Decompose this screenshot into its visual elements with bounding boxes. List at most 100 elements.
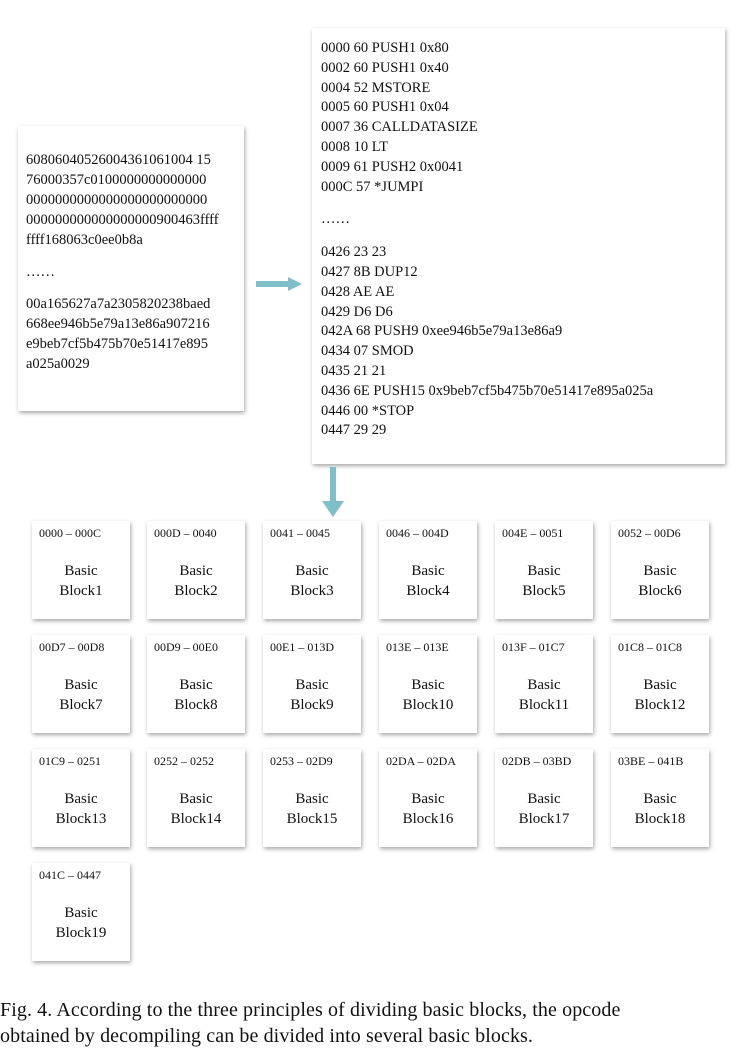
basic-block-range: 041C – 0447 (39, 868, 102, 882)
opcode-line: 0427 8B DUP12 (321, 263, 418, 280)
basic-block-label-line2: Block8 (174, 697, 218, 713)
opcode-line: 0446 00 *STOP (321, 402, 415, 419)
basic-block-label-line1: Basic (179, 563, 213, 579)
basic-block-label-line1: Basic (64, 791, 98, 807)
bytecode-line: ffff168063c0ee0b8a (26, 232, 143, 248)
bytecode-top-lines: 60806040526004361061004 15 76000357c0100… (26, 150, 236, 250)
basic-block-label-line2: Block13 (55, 811, 107, 827)
bytecode-line: a025a0029 (26, 356, 90, 372)
basic-block-range: 02DA – 02DA (386, 754, 457, 768)
basic-block-range: 0252 – 0252 (154, 754, 214, 768)
bytecode-line: 0000000000000000000000000 (26, 192, 208, 208)
opcode-line: 0429 D6 D6 (321, 303, 393, 320)
bytecode-bottom-lines: 00a165627a7a2305820238baed 668ee946b5e79… (26, 294, 236, 374)
figure-caption: Fig. 4. According to the three principle… (0, 997, 730, 1049)
basic-block-range: 0046 – 004D (386, 526, 449, 540)
basic-block-label-line1: Basic (527, 563, 561, 579)
opcode-line: 0428 AE AE (321, 283, 395, 300)
basic-block-label-line1: Basic (411, 563, 445, 579)
basic-block-label-line2: Block7 (59, 697, 103, 713)
basic-block-label-line1: Basic (179, 677, 213, 693)
basic-block-range: 01C8 – 01C8 (618, 640, 683, 654)
basic-block-label-line2: Block1 (59, 583, 103, 599)
opcode-top-lines: 0000 60 PUSH1 0x80 0002 60 PUSH1 0x40 00… (321, 39, 717, 197)
bytecode-line: 00a165627a7a2305820238baed (26, 296, 211, 312)
basic-block-label-line1: Basic (295, 563, 329, 579)
bytecode-line: 668ee946b5e79a13e86a907216 (26, 316, 210, 332)
opcode-line: 0004 52 MSTORE (321, 79, 431, 96)
basic-block-range: 00D7 – 00D8 (39, 640, 105, 654)
arrow-down-icon (322, 467, 344, 517)
basic-block-label-line2: Block17 (518, 811, 570, 827)
basic-block-range: 0041 – 0045 (270, 526, 330, 540)
arrow-right-icon (256, 277, 302, 291)
opcode-bottom-lines: 0426 23 23 0427 8B DUP12 0428 AE AE 0429… (321, 243, 717, 441)
basic-block-label-line1: Basic (527, 791, 561, 807)
basic-block-range: 0052 – 00D6 (618, 526, 681, 540)
basic-block-label-line2: Block16 (402, 811, 454, 827)
basic-block-label-line1: Basic (527, 677, 561, 693)
basic-block-range: 00D9 – 00E0 (154, 640, 218, 654)
basic-block-label-line2: Block6 (638, 583, 682, 599)
basic-block-range: 013E – 013E (386, 640, 449, 654)
opcode-line: 0435 21 21 (321, 362, 387, 379)
opcode-line: 000C 57 *JUMPI (321, 178, 424, 195)
opcode-line: 042A 68 PUSH9 0xee946b5e79a13e86a9 (321, 323, 563, 340)
opcode-line: 0434 07 SMOD (321, 343, 414, 360)
basic-block-label-line1: Basic (64, 905, 98, 921)
opcode-box: 0000 60 PUSH1 0x80 0002 60 PUSH1 0x40 00… (312, 28, 725, 464)
basic-block-range: 03BE – 041B (618, 754, 684, 768)
basic-block-label-line2: Block10 (402, 697, 454, 713)
bytecode-line: 60806040526004361061004 15 (26, 152, 211, 168)
basic-block-range: 000D – 0040 (154, 526, 217, 540)
basic-block-label-line2: Block18 (634, 811, 686, 827)
basic-block-range: 013F – 01C7 (502, 640, 565, 654)
basic-block-label-line1: Basic (295, 677, 329, 693)
basic-block-label-line2: Block5 (522, 583, 566, 599)
basic-block-label-line2: Block15 (286, 811, 338, 827)
basic-block-label-line1: Basic (179, 791, 213, 807)
opcode-ellipsis: …… (321, 211, 350, 228)
opcode-line: 0426 23 23 (321, 244, 387, 261)
basic-block-range: 0253 – 02D9 (270, 754, 333, 768)
caption-line-2: obtained by decompiling can be divided i… (0, 1025, 534, 1047)
opcode-line: 0009 61 PUSH2 0x0041 (321, 158, 464, 175)
basic-block-label-line2: Block19 (55, 925, 107, 941)
opcode-line: 0007 36 CALLDATASIZE (321, 119, 478, 136)
opcode-line: 0447 29 29 (321, 422, 387, 439)
bytecode-line: e9beb7cf5b475b70e51417e895 (26, 336, 209, 352)
basic-block-label-line1: Basic (643, 677, 677, 693)
basic-block-label-line1: Basic (643, 791, 677, 807)
